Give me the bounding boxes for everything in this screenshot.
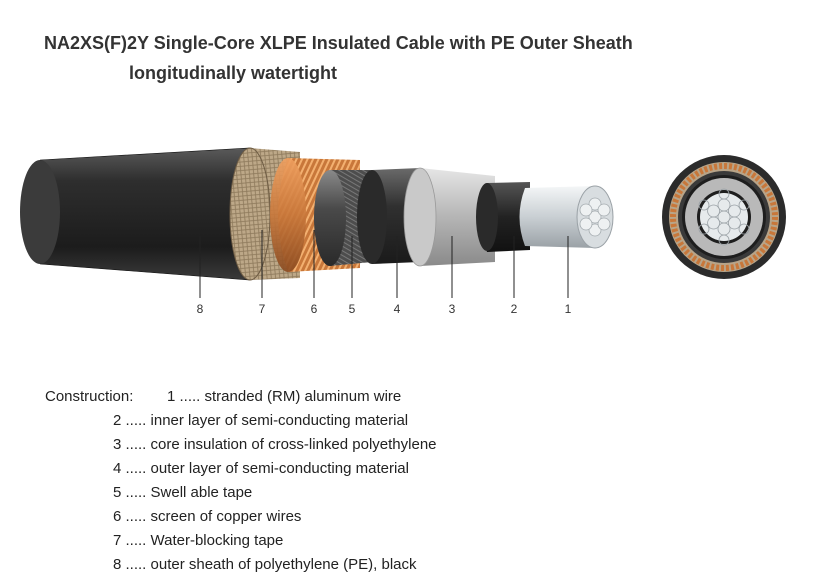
- layer-aluminum-conductor: [520, 186, 614, 248]
- callout-4: 4: [394, 302, 401, 316]
- callout-8: 8: [197, 302, 204, 316]
- callout-6: 6: [311, 302, 318, 316]
- callout-2: 2: [511, 302, 518, 316]
- callout-3: 3: [449, 302, 456, 316]
- construction-item: 7 ..... Water-blocking tape: [113, 532, 283, 550]
- cable-cross-section: [662, 155, 786, 279]
- construction-heading: Construction:: [45, 388, 133, 406]
- construction-item: 6 ..... screen of copper wires: [113, 508, 301, 526]
- construction-item: 5 ..... Swell able tape: [113, 484, 252, 502]
- construction-item: 8 ..... outer sheath of polyethylene (PE…: [113, 556, 417, 574]
- construction-item: 2 ..... inner layer of semi-conducting m…: [113, 412, 408, 430]
- callout-5: 5: [349, 302, 356, 316]
- construction-item: 3 ..... core insulation of cross-linked …: [113, 436, 437, 454]
- construction-item: 1 ..... stranded (RM) aluminum wire: [167, 388, 401, 406]
- callout-7: 7: [259, 302, 266, 316]
- callout-1: 1: [565, 302, 572, 316]
- construction-item: 4 ..... outer layer of semi-conducting m…: [113, 460, 409, 478]
- layer-outer-sheath: [20, 148, 250, 280]
